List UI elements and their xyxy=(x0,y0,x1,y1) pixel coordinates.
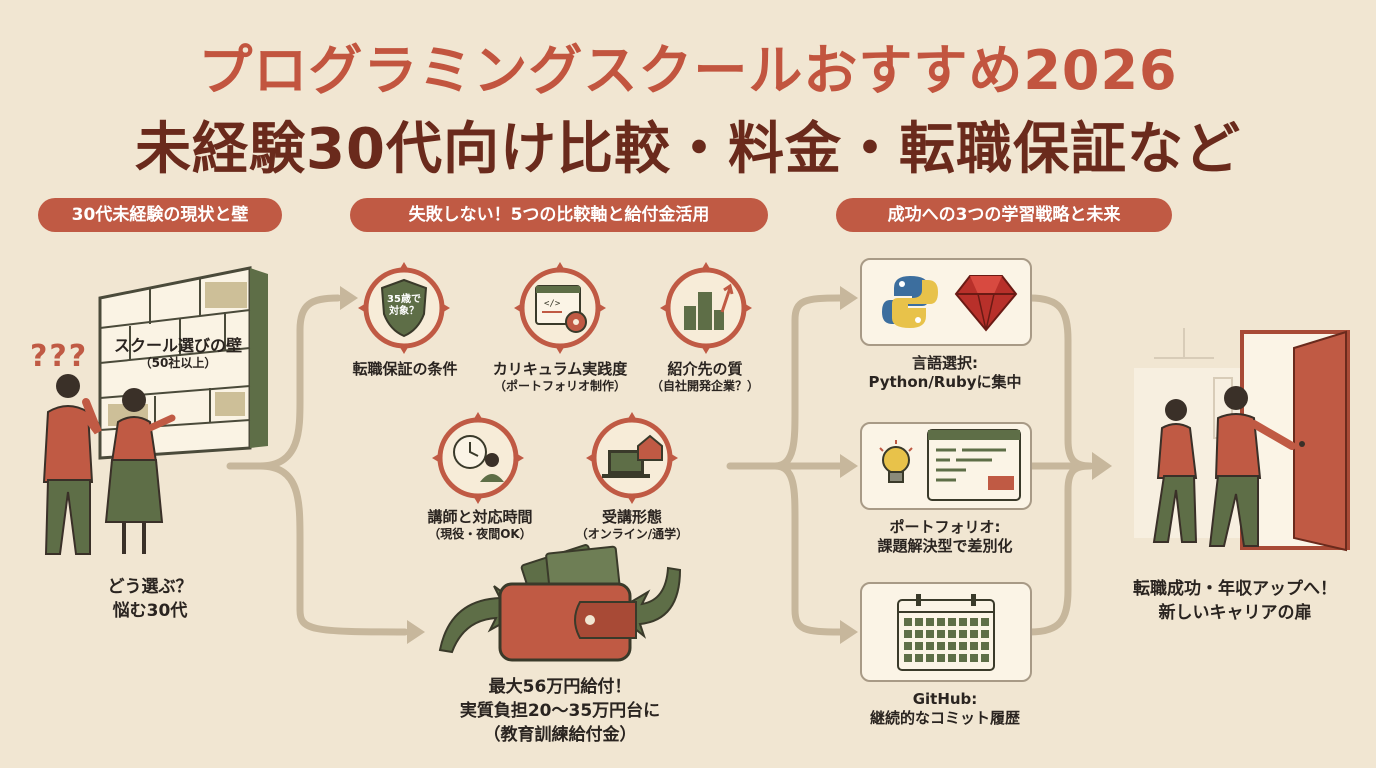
result-caption: 転職成功・年収アップへ！ 新しいキャリアの扉 xyxy=(1133,579,1337,623)
commit-square xyxy=(915,630,923,638)
section-pill-right: 成功への3つの学習戦略と未来 xyxy=(836,198,1172,232)
left-caption: どう選ぶ？悩む30代 xyxy=(107,577,193,621)
ruby-gem-icon xyxy=(954,275,1018,332)
commit-square xyxy=(937,642,945,650)
commit-square xyxy=(926,618,934,626)
criterion-5-label: 受講形態 （オンライン/通学） xyxy=(575,508,689,541)
criterion-3-label: 紹介先の質 （自社開発企業？） xyxy=(650,360,759,393)
commit-square xyxy=(937,618,945,626)
commit-square xyxy=(970,654,978,662)
commit-square xyxy=(904,654,912,662)
commit-square xyxy=(915,642,923,650)
section-pill-left: 30代未経験の現状と壁 xyxy=(38,198,282,232)
commit-square xyxy=(948,630,956,638)
commit-square xyxy=(904,642,912,650)
criterion-2-label: カリキュラム実践度 （ポートフォリオ制作） xyxy=(492,360,628,393)
commit-square xyxy=(926,630,934,638)
commit-calendar-icon xyxy=(897,594,995,671)
commit-square xyxy=(948,654,956,662)
commit-square xyxy=(970,630,978,638)
strategy-2-label: ポートフォリオ: 課題解決型で差別化 xyxy=(877,518,1013,555)
commit-square xyxy=(926,642,934,650)
commit-square xyxy=(959,654,967,662)
commit-square xyxy=(937,630,945,638)
criterion-4-label: 講師と対応時間 （現役・夜間OK） xyxy=(427,508,533,541)
shield-icon xyxy=(358,262,450,354)
question-marks: ??? xyxy=(30,339,89,374)
strategy-card-github xyxy=(860,582,1032,682)
clock-instructor-icon xyxy=(432,412,524,504)
confused-people-illustration xyxy=(42,374,176,555)
commit-square xyxy=(904,618,912,626)
commit-square xyxy=(915,654,923,662)
company-buildings-icon xyxy=(660,262,752,354)
wallet-money-icon xyxy=(438,544,682,662)
strategy-card-language xyxy=(860,258,1032,346)
section-pill-middle: 失敗しない！5つの比較軸と給付金活用 xyxy=(350,198,768,232)
python-icon xyxy=(882,276,938,328)
commit-square xyxy=(981,618,989,626)
curriculum-gear-icon: </> xyxy=(514,262,606,354)
commit-square xyxy=(959,630,967,638)
wall-label: スクール選びの壁 （50社以上） xyxy=(113,336,242,370)
svg-text:</>: </> xyxy=(544,299,561,309)
commit-square xyxy=(970,618,978,626)
commit-square xyxy=(959,642,967,650)
commit-square xyxy=(948,642,956,650)
strategy-card-portfolio xyxy=(860,422,1032,510)
career-door-illustration xyxy=(1134,328,1350,552)
commit-square xyxy=(904,630,912,638)
commit-square xyxy=(981,642,989,650)
code-window-icon xyxy=(927,429,1021,501)
commit-square xyxy=(915,618,923,626)
shield-badge-text: 35歳で対象？ xyxy=(387,294,421,317)
commit-square xyxy=(970,642,978,650)
commit-square xyxy=(926,654,934,662)
strategy-3-label: GitHub: 継続的なコミット履歴 xyxy=(869,690,1020,727)
criterion-1-label: 転職保証の条件 xyxy=(352,360,458,378)
commit-square xyxy=(937,654,945,662)
page-subtitle: 未経験30代向け比較・料金・転職保証など xyxy=(135,117,1241,182)
commit-square xyxy=(981,630,989,638)
strategy-1-label: 言語選択: Python/Rubyに集中 xyxy=(868,354,1022,391)
page-title: プログラミングスクールおすすめ2026 xyxy=(198,39,1178,102)
commit-square xyxy=(948,618,956,626)
commit-square xyxy=(981,654,989,662)
subsidy-caption: 最大56万円給付！ 実質負担20〜35万円台に （教育訓練給付金） xyxy=(459,677,661,745)
commit-square xyxy=(959,618,967,626)
laptop-house-icon xyxy=(586,412,678,504)
lightbulb-icon xyxy=(879,440,913,483)
